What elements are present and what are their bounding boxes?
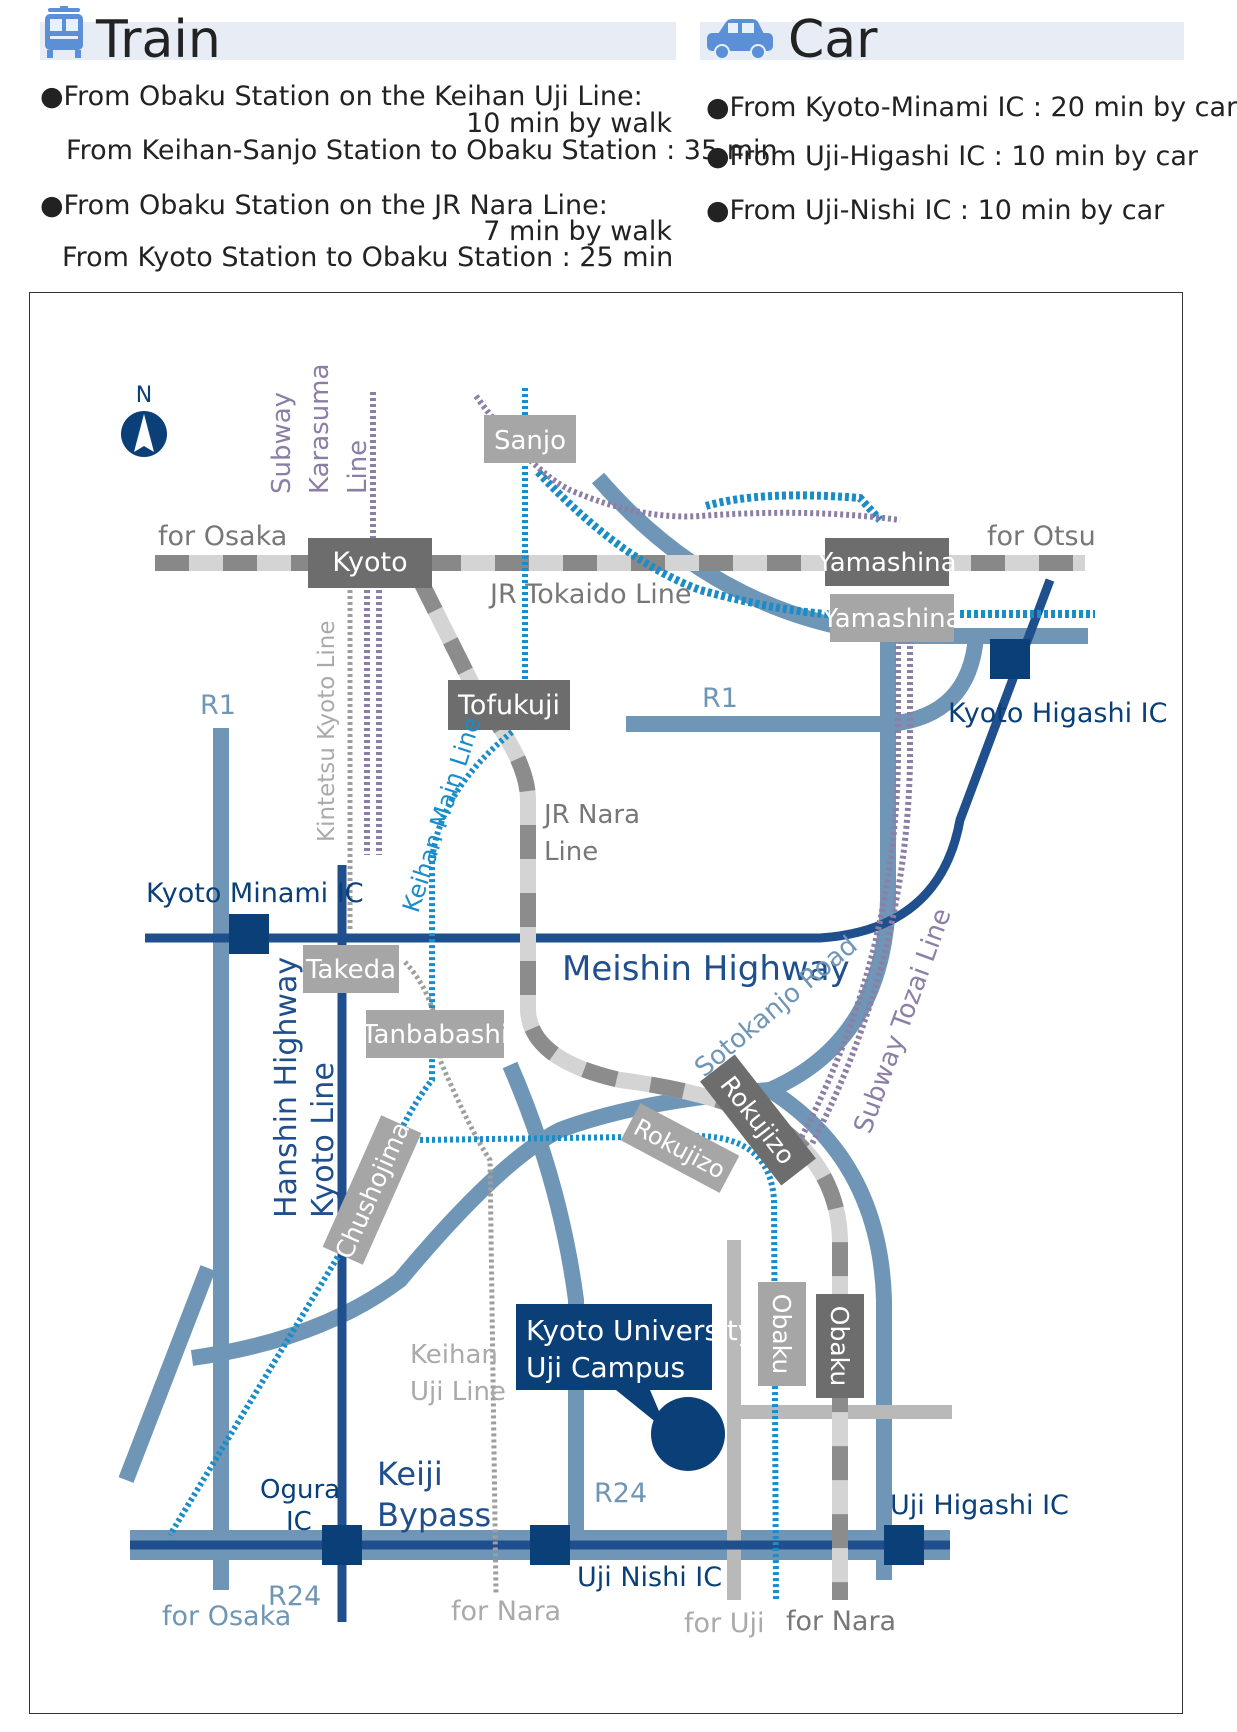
campus-label-box	[516, 1304, 712, 1390]
north-label: N	[136, 383, 152, 408]
label-r1-right: R1	[702, 683, 738, 714]
label-r24-left: R24	[268, 1581, 321, 1612]
train-item-2-line2: 7 min by walk	[483, 216, 672, 247]
north-arrow: N	[121, 383, 167, 457]
keihan-main	[167, 729, 514, 1537]
car-item-2: ●From Uji-Higashi IC : 10 min by car	[706, 141, 1198, 172]
svg-text:Tofukuji: Tofukuji	[457, 690, 560, 721]
station-yamashina-subway: Yamashina	[821, 594, 962, 642]
map-frame	[29, 292, 1183, 1714]
access-map: N Sanjo Kyoto Yamashina Yamashina Tofuku…	[118, 364, 1168, 1639]
station-kyoto: Kyoto	[308, 538, 432, 588]
train-item-1-line2: 10 min by walk	[466, 108, 672, 139]
ic-uji-higashi-box	[884, 1525, 924, 1565]
road-r24	[502, 1061, 584, 1540]
car-item-1: ●From Kyoto-Minami IC : 20 min by car	[706, 92, 1237, 123]
label-hanshin-1: Hanshin Highway	[269, 957, 304, 1218]
station-obaku-keihan: Obaku	[758, 1282, 806, 1386]
label-subway-karasuma-2: Karasuma	[305, 364, 335, 494]
svg-text:Yamashina: Yamashina	[821, 604, 961, 634]
train-item-1-line3: From Keihan-Sanjo Station to Obaku Stati…	[66, 135, 778, 166]
label-subway-karasuma-1: Subway	[267, 392, 297, 494]
svg-text:Obaku: Obaku	[767, 1294, 796, 1374]
ic-kyoto-minami-box	[229, 914, 269, 954]
label-hanshin-2: Kyoto Line	[306, 1062, 341, 1218]
ic-uji-nishi-box	[530, 1525, 570, 1565]
label-r24-right: R24	[594, 1478, 647, 1509]
svg-text:Kyoto: Kyoto	[332, 547, 407, 578]
car-title: Car	[788, 10, 878, 70]
ic-kyoto-higashi-box	[990, 639, 1030, 679]
car-item-3: ●From Uji-Nishi IC : 10 min by car	[706, 195, 1165, 226]
label-uji-nishi-ic: Uji Nishi IC	[577, 1562, 722, 1593]
label-for-osaka-top: for Osaka	[158, 521, 287, 552]
label-jr-nara-1: JR Nara	[542, 800, 640, 830]
label-for-osaka-bottom: for Osaka	[162, 1601, 291, 1632]
road-sw-diagonal	[118, 1265, 216, 1483]
direction-labels: for Osaka for Otsu for Osaka for Nara fo…	[158, 521, 1096, 1639]
label-keiji-2: Bypass	[377, 1496, 491, 1534]
train-item-2-line3: From Kyoto Station to Obaku Station : 25…	[62, 242, 674, 273]
label-uji-higashi-ic: Uji Higashi IC	[890, 1490, 1069, 1521]
station-obaku-jr: Obaku	[816, 1294, 864, 1398]
train-item-1-line1: ●From Obaku Station on the Keihan Uji Li…	[40, 81, 643, 112]
ic-ogura-box	[322, 1525, 362, 1565]
label-ogura-ic-1: Ogura	[260, 1475, 340, 1505]
label-jr-nara-2: Line	[544, 837, 598, 867]
road-south-arc	[190, 1082, 771, 1366]
label-keihan-main: Keihan Main Line	[397, 713, 487, 915]
label-keihan-uji-1: Keihan	[410, 1340, 498, 1370]
label-keihan-uji-2: Uji Line	[410, 1377, 506, 1407]
station-takeda: Takeda	[303, 945, 399, 993]
car-icon	[704, 16, 776, 66]
station-tofukuji: Tofukuji	[448, 680, 570, 730]
car-header-bar	[700, 22, 1184, 60]
subway-karasuma-line	[364, 392, 382, 855]
campus-marker	[651, 1397, 725, 1471]
station-tanbabashi: Tanbabashi	[361, 1010, 508, 1058]
campus-name-line1: Kyoto University	[526, 1314, 754, 1347]
svg-text:Sanjo: Sanjo	[494, 426, 566, 456]
station-yamashina-jr: Yamashina	[816, 538, 957, 586]
label-meishin: Meishin Highway	[562, 949, 850, 989]
train-icon	[42, 6, 86, 64]
label-for-uji: for Uji	[684, 1608, 764, 1639]
svg-text:Tanbabashi: Tanbabashi	[361, 1020, 508, 1050]
campus-name-line2: Uji Campus	[526, 1351, 685, 1384]
interchange-boxes	[229, 639, 1030, 1565]
label-r1-left: R1	[200, 690, 236, 721]
kintetsu-kyoto-line	[347, 590, 499, 1596]
road-r1-curve	[889, 635, 984, 732]
station-rokujizo-keihan: Rokujizo	[620, 1103, 740, 1193]
label-kintetsu-kyoto: Kintetsu Kyoto Line	[314, 620, 340, 842]
label-kyoto-higashi-ic: Kyoto Higashi IC	[948, 698, 1168, 729]
train-header-bar	[40, 22, 676, 60]
label-keiji-1: Keiji	[377, 1455, 443, 1493]
svg-text:Yamashina: Yamashina	[816, 548, 956, 578]
label-ogura-ic-2: IC	[286, 1507, 312, 1537]
label-for-otsu: for Otsu	[987, 521, 1096, 552]
label-subway-karasuma-3: Line	[343, 440, 373, 494]
label-for-nara-left: for Nara	[451, 1596, 561, 1627]
train-item-2-line1: ●From Obaku Station on the JR Nara Line:	[40, 190, 608, 221]
ic-labels: Kyoto Higashi IC Kyoto Minami IC Ogura I…	[146, 698, 1168, 1593]
road-meishin	[145, 578, 1055, 943]
svg-text:Takeda: Takeda	[305, 955, 396, 985]
train-title: Train	[96, 10, 221, 70]
road-sotokanjo	[753, 636, 896, 1580]
svg-text:Obaku: Obaku	[825, 1306, 854, 1386]
label-for-nara-right: for Nara	[786, 1606, 896, 1637]
campus-callout: Kyoto University Uji Campus	[516, 1304, 754, 1471]
label-jr-tokaido: JR Tokaido Line	[488, 579, 691, 610]
station-sanjo: Sanjo	[484, 415, 576, 463]
keihan-keishin	[535, 469, 1095, 619]
road-labels: R1 R1 Meishin Highway Sotokanjo Road Han…	[200, 683, 863, 1612]
keihan-chushojima-branch	[419, 1132, 779, 1601]
label-kyoto-minami-ic: Kyoto Minami IC	[146, 878, 364, 909]
